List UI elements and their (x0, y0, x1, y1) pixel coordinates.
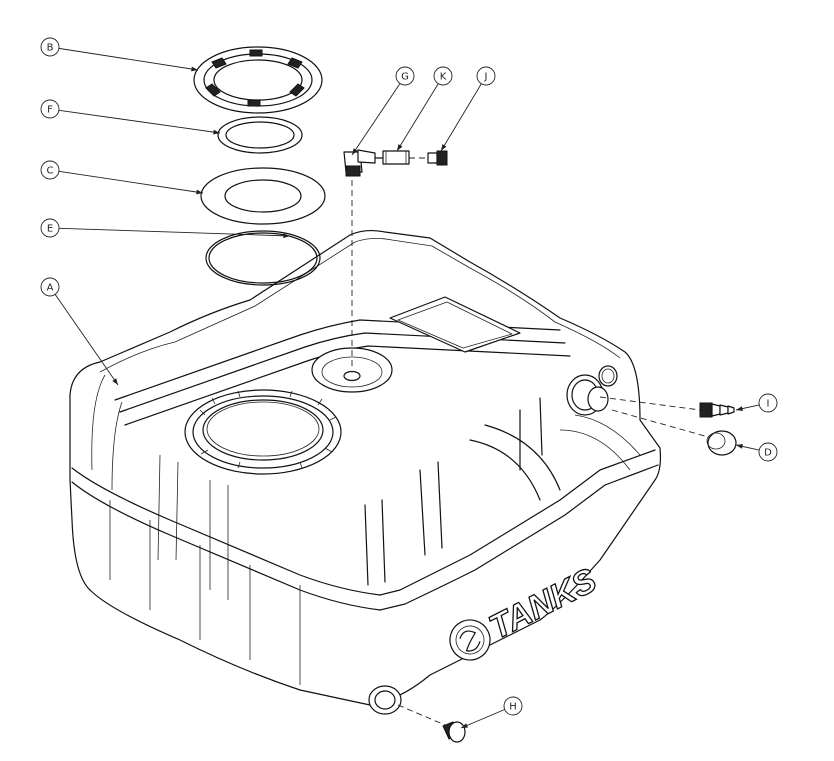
callout-leader-line (396, 83, 439, 152)
callout-arrowhead-icon (196, 189, 203, 195)
callout-arrowhead-icon (191, 66, 198, 72)
callout-letter: F (47, 105, 53, 116)
callout-circle (40, 99, 60, 119)
callout-letter: B (47, 43, 54, 54)
callout-letter: G (401, 72, 409, 83)
callout-c: C (40, 160, 204, 195)
callout-letter: H (509, 702, 517, 713)
callout-circle (395, 66, 415, 86)
callout-circle (40, 37, 60, 57)
callout-letter: I (767, 399, 770, 410)
drain-plug-part (397, 704, 466, 743)
callout-leader-line (58, 227, 291, 237)
callout-arrowhead-icon (352, 148, 358, 155)
lock-ring-part (193, 46, 323, 114)
callout-leader-line (54, 294, 119, 386)
callout-f: F (40, 99, 221, 135)
callout-letter: E (47, 224, 53, 235)
callout-circle (40, 160, 60, 180)
hose-barb-part (599, 396, 735, 418)
callout-arrowhead-icon (736, 444, 743, 449)
callout-leader-line (440, 83, 482, 152)
callout-j: J (440, 66, 496, 152)
callout-arrowhead-icon (441, 144, 447, 151)
callout-letter: K (440, 72, 447, 83)
callout-arrowhead-icon (213, 129, 220, 135)
callout-leader-line (58, 109, 221, 134)
callout-letter: J (484, 72, 488, 83)
callout-leader-line (58, 47, 199, 71)
callout-k: K (396, 66, 453, 152)
port-cap-part (611, 409, 737, 456)
gasket-inner-part (217, 116, 303, 154)
gasket-outer-part (200, 167, 326, 225)
callout-h: H (460, 696, 523, 729)
callout-leader-line (460, 709, 505, 729)
callout-arrowhead-icon (397, 144, 403, 151)
callout-arrowhead-icon (736, 406, 743, 411)
callout-arrowhead-icon (461, 723, 468, 728)
callout-letter: C (47, 166, 54, 177)
callout-a: A (40, 277, 119, 386)
callout-letter: A (47, 283, 54, 294)
callout-labels: B F C E A G K J I D H (40, 37, 778, 729)
callout-circle (758, 442, 778, 462)
callout-arrowhead-icon (112, 378, 118, 385)
callout-d: D (735, 442, 778, 462)
callout-arrowhead-icon (283, 233, 290, 239)
callout-letter: D (764, 448, 772, 459)
callout-b: B (40, 37, 199, 72)
callout-e: E (40, 218, 291, 239)
callout-circle (40, 277, 60, 297)
callout-leader-line (351, 83, 401, 156)
callout-circle (758, 393, 778, 413)
vent-fittings (343, 149, 448, 370)
o-ring-part (205, 230, 321, 286)
callout-circle (503, 696, 523, 716)
callout-circle (40, 218, 60, 238)
callout-i: I (735, 393, 778, 413)
fuel-tank-body: TANKS (69, 229, 662, 715)
callout-circle (476, 66, 496, 86)
callout-g: G (351, 66, 415, 156)
callout-circle (433, 66, 453, 86)
callout-leader-line (58, 170, 204, 194)
